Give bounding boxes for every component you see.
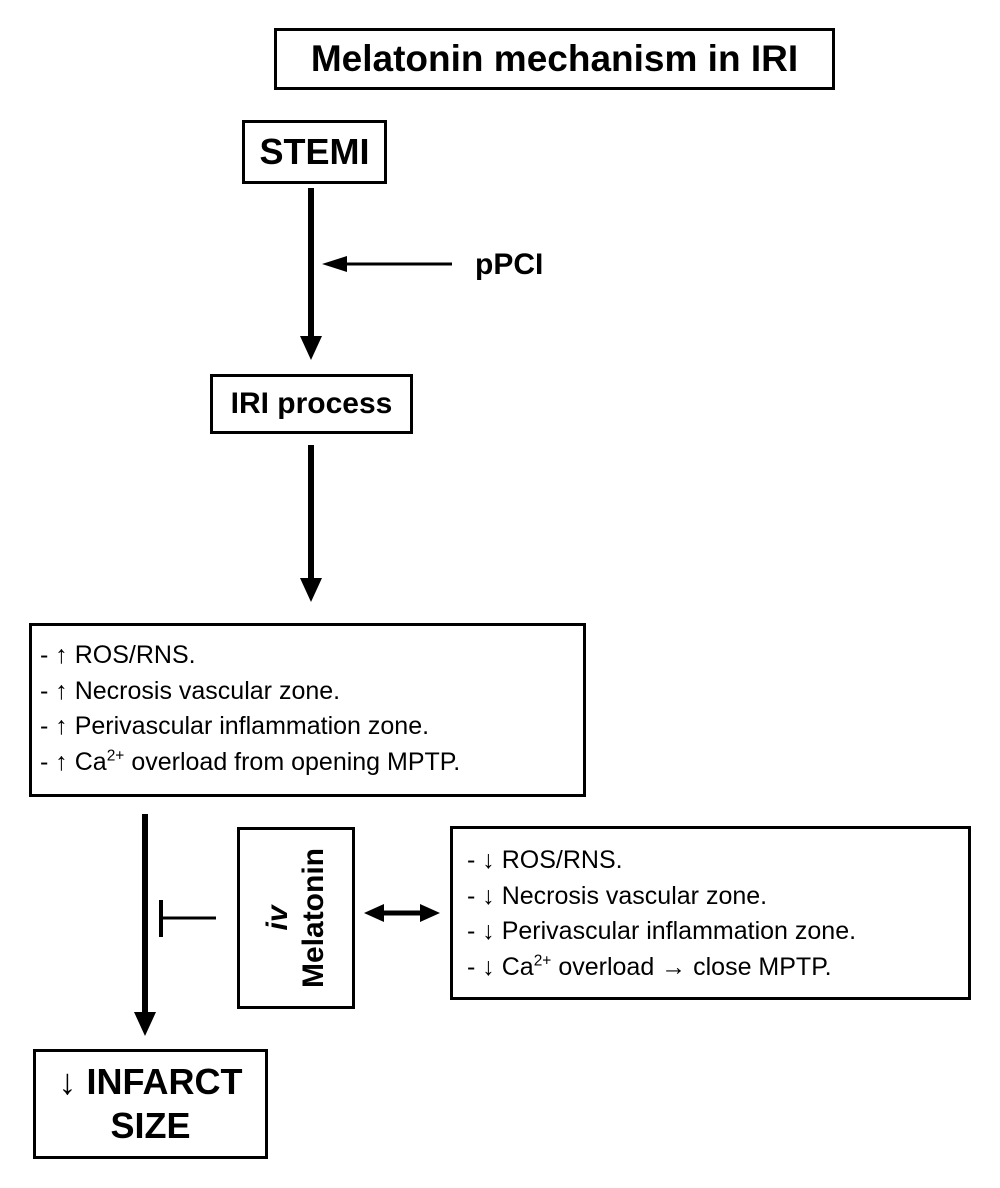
ppci-arrowhead <box>322 256 347 272</box>
iri-to-effects-arrowhead <box>300 578 322 602</box>
iri-process-label: IRI process <box>230 387 393 420</box>
infarct-line-2: SIZE <box>110 1105 191 1146</box>
effect-increase-item: - ↑ Necrosis vascular zone. <box>40 676 341 705</box>
effects-to-infarct-arrowhead <box>134 1012 156 1036</box>
ppci-label: pPCI <box>475 248 544 281</box>
decreased-effects-box: - ↓ ROS/RNS. - ↓ Necrosis vascular zone.… <box>450 826 971 1000</box>
effect-decrease-item: - ↓ Necrosis vascular zone. <box>467 881 768 910</box>
diagram-title: Melatonin mechanism in IRI <box>310 38 799 79</box>
melatonin-node: iv Melatonin <box>237 827 355 1009</box>
effect-decrease-item: - ↓ Ca2+ overload → close MPTP. <box>467 951 832 981</box>
stemi-to-iri-arrowhead <box>300 336 322 360</box>
increased-effects-box: - ↑ ROS/RNS. - ↑ Necrosis vascular zone.… <box>29 623 586 797</box>
infarct-line-1: ↓ INFARCT <box>58 1061 243 1102</box>
bidirectional-arrowhead-right <box>420 904 440 922</box>
bidirectional-arrowhead-left <box>364 904 384 922</box>
iri-process-node: IRI process <box>210 374 413 434</box>
effect-increase-item: - ↑ Ca2+ overload from opening MPTP. <box>40 746 461 776</box>
stemi-label: STEMI <box>259 131 370 172</box>
effect-increase-item: - ↑ Perivascular inflammation zone. <box>40 712 430 740</box>
effect-increase-item: - ↑ ROS/RNS. <box>40 641 196 669</box>
effect-decrease-item: - ↓ Perivascular inflammation zone. <box>467 917 857 945</box>
title-box: Melatonin mechanism in IRI <box>274 28 835 90</box>
infarct-size-node: ↓ INFARCT SIZE <box>33 1049 268 1159</box>
effect-decrease-item: - ↓ ROS/RNS. <box>467 846 623 874</box>
stemi-node: STEMI <box>242 120 387 184</box>
